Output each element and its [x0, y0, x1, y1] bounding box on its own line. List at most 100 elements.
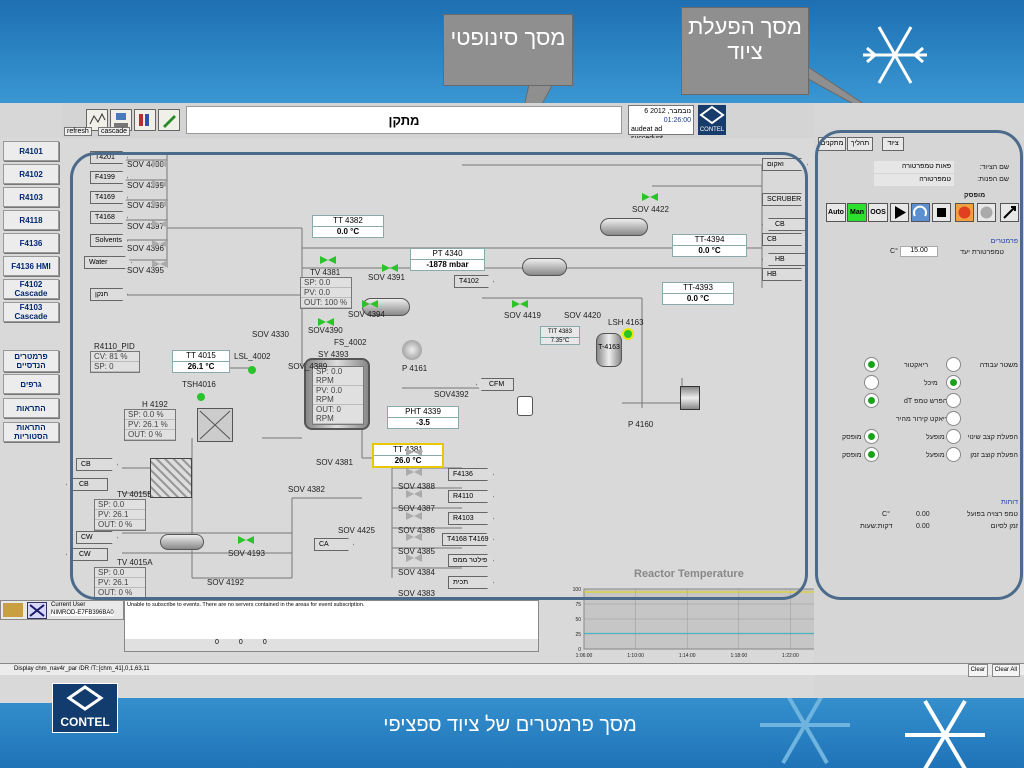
radio-dt[interactable] [946, 393, 961, 408]
valve-sov4386[interactable]: SOV 4386 [398, 526, 435, 535]
radio-dt-on[interactable] [864, 393, 879, 408]
valve-sov4395[interactable]: SOV 4395 [127, 266, 164, 275]
tab-facilities[interactable]: מתקנים [818, 137, 846, 151]
arrow-r4103[interactable]: R4103 [448, 512, 494, 525]
nav-engineering-params[interactable]: פרמטרים הנדסיים [3, 350, 59, 372]
tank-t4163[interactable]: T-4163 [596, 333, 622, 367]
valve-sov4392[interactable]: SOV4392 [434, 390, 469, 399]
nav-f4136-hmi[interactable]: F4136 HMI [3, 256, 59, 276]
heat-exchanger[interactable] [600, 218, 648, 236]
tank-f4199[interactable]: F4199 [90, 171, 128, 184]
valve-sov4385[interactable]: SOV 4385 [398, 547, 435, 556]
arrow-cb[interactable]: CB [762, 218, 808, 231]
auto-button[interactable]: Auto [826, 203, 846, 222]
tank-solvents[interactable]: Solvents [90, 234, 128, 247]
radio-fast-cool[interactable] [946, 411, 961, 426]
radio-timer-off[interactable] [864, 447, 879, 462]
radio-rate-on[interactable] [946, 429, 961, 444]
tank-t4102[interactable]: T4102 [454, 275, 494, 288]
pid-r4110[interactable]: CV: 81 % SP: 0 [90, 351, 140, 373]
settings-icon[interactable] [1000, 203, 1019, 222]
valve-sov4193[interactable]: SOV 4193 [228, 549, 265, 558]
valve-sov4383[interactable]: SOV 4383 [398, 589, 435, 598]
instrument-tit4383[interactable]: TIT 4383 7.35°C [540, 326, 580, 345]
nav-alarms[interactable]: התראות [3, 398, 59, 418]
valve-sov4422[interactable]: SOV 4422 [632, 205, 669, 214]
tank-t4169[interactable]: T4169 [90, 191, 128, 204]
arrow-r4110[interactable]: R4110 [448, 490, 494, 503]
tools-icon[interactable] [134, 109, 156, 131]
clear-button[interactable]: Clear [967, 664, 988, 677]
target-temp-input[interactable]: 15.00 [900, 246, 938, 257]
manual-button[interactable]: Man [847, 203, 867, 222]
tsh4016-tag[interactable]: TSH4016 [182, 380, 216, 389]
drum[interactable] [680, 386, 700, 410]
pid-h4192[interactable]: SP: 0.0 % PV: 26.1 % OUT: 0 % [124, 409, 176, 441]
instrument-tt4015[interactable]: TT 4015 26.1 °C [172, 350, 230, 373]
pid-tv4015b[interactable]: SP: 0.0 PV: 26.1 OUT: 0 % [94, 499, 146, 531]
clear-all-button[interactable]: Clear All [991, 664, 1020, 677]
valve-sov4420[interactable]: SOV 4420 [564, 311, 601, 320]
heat-exchanger[interactable] [522, 258, 567, 276]
instrument-pht4339[interactable]: PHT 4339 -3.5 [387, 406, 459, 429]
valve-sov4394[interactable]: SOV 4394 [348, 310, 385, 319]
arrow-tank[interactable]: תכית [448, 576, 494, 589]
valve-sov4397[interactable]: SOV 4397 [127, 222, 164, 231]
radio-timer-on[interactable] [946, 447, 961, 462]
trend-icon[interactable] [86, 109, 108, 131]
valve-sov4384[interactable]: SOV 4384 [398, 568, 435, 577]
instrument-tt4394[interactable]: TT-4394 0.0 °C [672, 234, 747, 257]
tank-water-solution[interactable]: Water Solution [84, 256, 132, 269]
play-icon[interactable] [890, 203, 909, 222]
nav-r4103[interactable]: R4103 [3, 187, 59, 207]
logout-icon[interactable] [27, 602, 47, 619]
nav-f4103-cascade[interactable]: F4103 Cascade [3, 302, 59, 322]
cooling-tower[interactable] [150, 458, 192, 498]
nav-graphs[interactable]: גרפים [3, 374, 59, 394]
hand-stop-icon[interactable] [955, 203, 974, 222]
tank-cfm[interactable]: CFM [476, 378, 514, 391]
valve-sov4396[interactable]: SOV 4396 [127, 244, 164, 253]
refresh-icon[interactable] [911, 203, 930, 222]
tank-cb-left-2[interactable]: CB [66, 478, 108, 491]
arrow-solvent-filter[interactable]: פילטר ממס [448, 554, 494, 567]
edit-icon[interactable] [158, 109, 180, 131]
valve-sov4381[interactable]: SOV 4381 [316, 458, 353, 467]
valve-sov4382[interactable]: SOV 4382 [288, 485, 325, 494]
event-log[interactable]: Unable to subscribe to events. There are… [124, 600, 539, 652]
arrow-t4168-t4169[interactable]: T4168 T4169 [442, 533, 494, 546]
valve-sov4390[interactable]: SOV4390 [308, 326, 343, 335]
oos-button[interactable]: OOS [868, 203, 888, 222]
valve-sov4388[interactable]: SOV 4388 [398, 482, 435, 491]
nav-r4118[interactable]: R4118 [3, 210, 59, 230]
radio-reactor[interactable] [946, 357, 961, 372]
fs4002-tag[interactable]: FS_4002 [334, 338, 367, 347]
tank-ca[interactable]: CA [314, 538, 354, 551]
p4161-tag[interactable]: P 4161 [402, 364, 428, 373]
valve-sov4387[interactable]: SOV 4387 [398, 504, 435, 513]
tank-nitrogen[interactable]: חנקן [90, 288, 128, 301]
radio-reactor-on[interactable] [864, 357, 879, 372]
valve-sov4330[interactable]: SOV 4330 [252, 330, 289, 339]
arrow-scrubber[interactable]: SCRUBER [762, 193, 808, 206]
nav-r4101[interactable]: R4101 [3, 141, 59, 161]
pid-tv4381[interactable]: SP: 0.0 PV: 0.0 OUT: 100 % [300, 277, 352, 309]
valve-sov4398[interactable]: SOV 4398 [127, 201, 164, 210]
lsh4163-tag[interactable]: LSH 4163 [608, 318, 644, 327]
arrow-hb[interactable]: HB [762, 253, 808, 266]
lsl4002-tag[interactable]: LSL_4002 [234, 352, 271, 361]
tank-cb-left[interactable]: CB [76, 458, 118, 471]
valve-sov4419[interactable]: SOV 4419 [504, 311, 541, 320]
instrument-tt4393[interactable]: TT-4393 0.0 °C [662, 282, 734, 305]
radio-tank[interactable] [946, 375, 961, 390]
valve-sov4400[interactable]: SOV 4400 [127, 160, 164, 169]
pump-p4161[interactable] [402, 340, 422, 360]
pid-sy4393[interactable]: SP: 0.0 RPM PV: 0.0 RPM OUT: 0 RPM [312, 366, 364, 425]
arrow-vacuum[interactable]: ואקום [762, 158, 808, 171]
arrow-cb-2[interactable]: CB [762, 233, 808, 246]
tank-t4168[interactable]: T4168 [90, 211, 128, 224]
heater[interactable] [197, 408, 233, 442]
valve-sov4391[interactable]: SOV 4391 [368, 273, 405, 282]
stop-icon[interactable] [932, 203, 951, 222]
radio-rate-off[interactable] [864, 429, 879, 444]
